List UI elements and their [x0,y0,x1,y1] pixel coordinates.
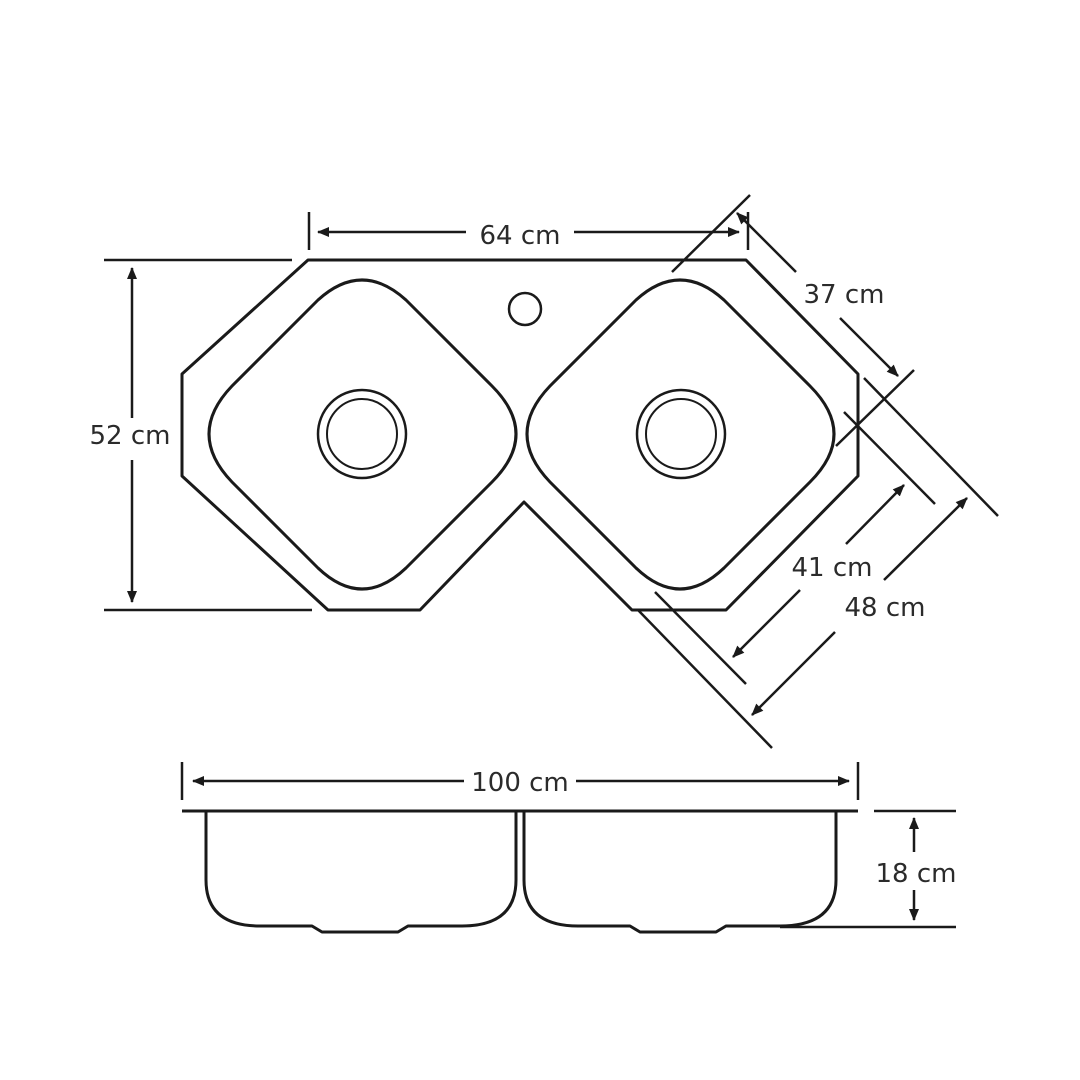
label-41-cm: 41 cm [792,553,873,583]
label-18-cm: 18 cm [876,859,957,889]
dim-48-line-upper [883,497,968,581]
label-37-cm: 37 cm [804,280,885,310]
top-view [180,258,860,612]
dim-41-line-upper [845,484,905,545]
dim-37-line-lower [839,317,899,377]
side-dimension-lines [180,762,956,929]
left-bowl [207,278,518,591]
left-drain-inner [326,398,398,470]
dim-41-line-lower [732,589,801,658]
label-100-cm: 100 cm [471,768,569,798]
label-52-cm: 52 cm [90,421,171,451]
dimension-lines [104,194,999,749]
side-view [182,809,858,934]
right-drain-inner [645,398,717,470]
right-bowl [525,278,836,591]
right-drain-outer [635,388,727,480]
side-right-bowl [522,811,838,934]
sink-outline [180,258,860,612]
dim-48-line-lower [751,631,836,716]
label-48-cm: 48 cm [845,593,926,623]
label-64-cm: 64 cm [480,221,561,251]
side-left-bowl [204,811,518,934]
faucet-hole [507,291,543,327]
left-drain-outer [316,388,408,480]
dim-37-line-upper [736,212,797,273]
